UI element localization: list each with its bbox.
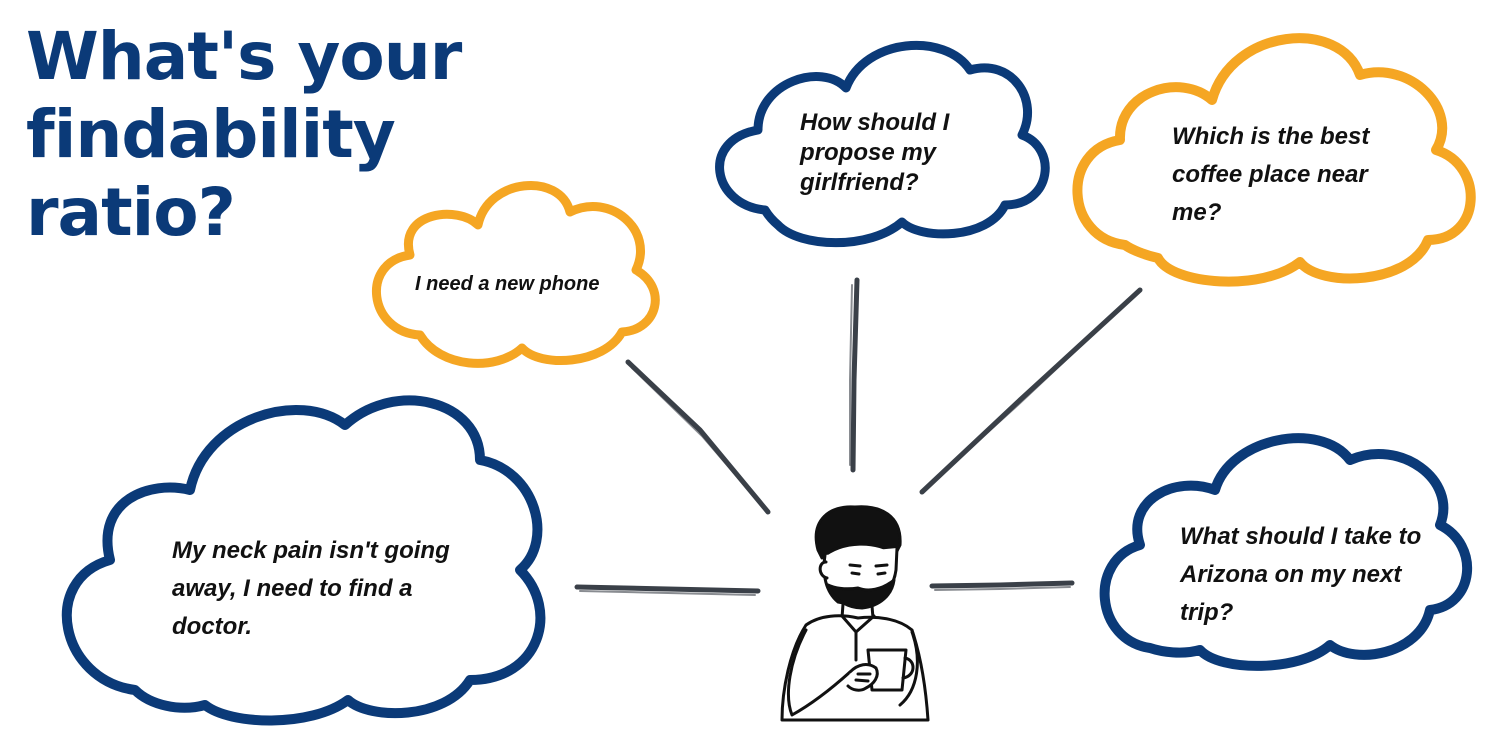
connector-propose-shadow — [849, 284, 853, 466]
person-arm-right — [898, 630, 919, 707]
connector-doctor — [574, 584, 761, 594]
cloud-coffee — [1072, 33, 1476, 287]
cloud-propose — [715, 40, 1050, 248]
person-beard — [826, 578, 896, 610]
cloud-doctor — [61, 395, 546, 726]
connector-arizona — [929, 580, 1075, 589]
person-fingers — [854, 672, 872, 683]
title-line-2: findability — [26, 96, 396, 173]
page-title: What's your findability ratio? — [26, 18, 462, 252]
cloud-phone — [372, 181, 660, 368]
thought-coffee-text: Which is the best coffee place near me? — [1172, 123, 1370, 226]
person-arm-left — [786, 628, 852, 717]
title-line-3: ratio? — [26, 174, 236, 251]
person-hair — [814, 505, 902, 560]
person-hands — [846, 663, 879, 692]
connector-lines — [574, 277, 1143, 596]
connector-coffee-shadow — [925, 295, 1135, 489]
connector-doctor-shadow — [579, 590, 756, 596]
connector-phone-shadow — [631, 367, 765, 509]
connector-propose — [850, 277, 860, 473]
thought-doctor-text: My neck pain isn't going away, I need to… — [172, 537, 450, 640]
thought-propose-text: How should I propose my girlfriend? — [800, 109, 950, 196]
person-ear — [818, 560, 829, 580]
person-cup-handle — [901, 656, 915, 680]
person-illustration — [780, 505, 930, 722]
cloud-arizona — [1099, 433, 1473, 671]
thought-phone-text: I need a new phone — [415, 273, 600, 295]
connector-phone — [625, 359, 771, 515]
person-eyes — [848, 563, 889, 576]
person-collar — [840, 614, 876, 662]
thought-arizona-text: What should I take to Arizona on my next… — [1180, 523, 1422, 626]
connector-arizona-shadow — [934, 586, 1071, 591]
title-line-1: What's your — [26, 18, 462, 95]
